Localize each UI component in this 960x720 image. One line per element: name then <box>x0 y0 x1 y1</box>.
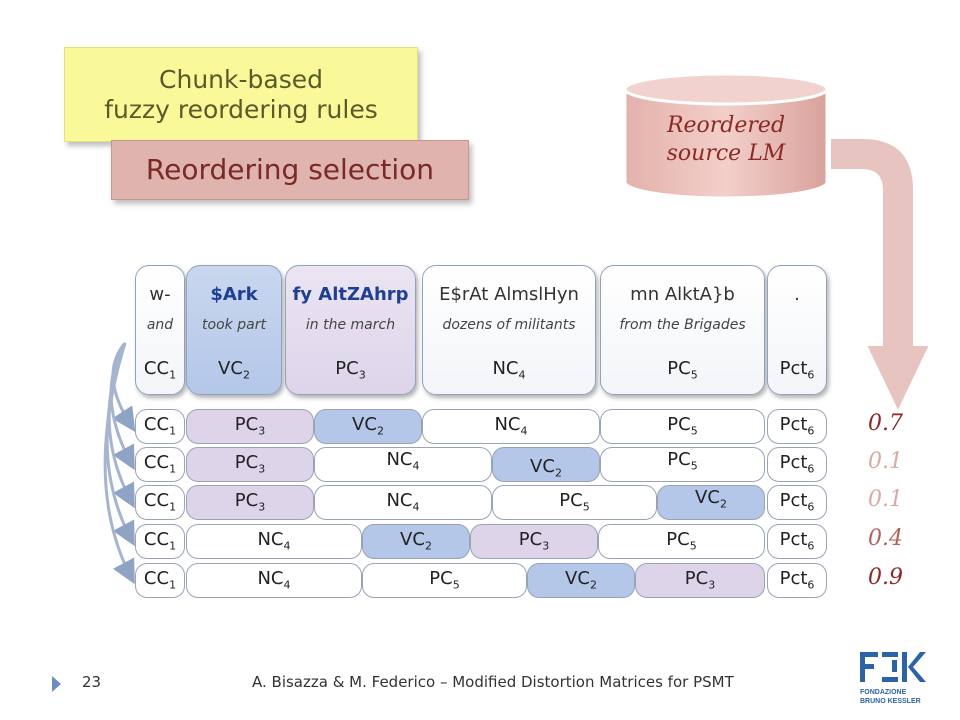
source-word-gloss: and <box>146 317 174 333</box>
permutation-connector-arrows <box>103 342 136 585</box>
logo-text1: FONDAZIONE <box>860 689 907 696</box>
source-word-gloss: dozens of militants <box>442 317 576 333</box>
reordering-score: 0.1 <box>868 449 903 474</box>
chunk-label: VC2 <box>218 358 250 382</box>
permutation-chunk: CC1 <box>135 524 185 559</box>
chunk-label: PC3 <box>335 358 366 382</box>
reordering-score: 0.1 <box>868 487 903 512</box>
permutation-chunk: NC4 <box>422 409 600 444</box>
reordering-score: 0.9 <box>868 565 903 590</box>
source-word-arabic: $Ark <box>210 284 258 305</box>
rules-callout-line2: fuzzy reordering rules <box>104 94 378 124</box>
reordering-score: 0.4 <box>868 526 903 551</box>
source-word-arabic: w- <box>149 284 171 305</box>
logo-text2: BRUNO KESSLER <box>860 698 921 705</box>
chunk-label: CC1 <box>143 358 177 382</box>
permutation-chunk: Pct6 <box>767 563 827 598</box>
source-word-gloss: from the Brigades <box>619 317 746 333</box>
permutation-chunk: PC5 <box>492 485 657 520</box>
permutation-chunk: CC1 <box>135 563 185 598</box>
page-number: 23 <box>82 673 102 691</box>
permutation-chunk: PC3 <box>470 524 598 559</box>
database-cylinder-icon <box>623 72 829 200</box>
permutation-chunk: NC4 <box>186 563 362 598</box>
source-word-arabic: . <box>794 284 800 305</box>
permutation-chunk: PC5 <box>600 447 765 482</box>
permutation-chunk: VC2 <box>362 524 470 559</box>
source-word-arabic: mn AlktA}b <box>630 284 735 305</box>
source-word-gloss: in the march <box>305 317 396 333</box>
reordering-score: 0.7 <box>868 411 903 436</box>
rules-callout-line1: Chunk-based <box>159 64 323 94</box>
permutation-chunk: Pct6 <box>767 485 827 520</box>
permutation-chunk: PC3 <box>186 485 314 520</box>
permutation-chunk: NC4 <box>186 524 362 559</box>
permutation-chunk: NC4 <box>314 485 492 520</box>
source-word-gloss: took part <box>202 317 266 333</box>
fbk-logo-icon: FONDAZIONE BRUNO KESSLER <box>860 652 926 705</box>
permutation-chunk: VC2 <box>492 447 600 482</box>
rules-callout: Chunk-based fuzzy reordering rules <box>64 47 418 142</box>
permutation-chunk: PC3 <box>186 447 314 482</box>
chunk-label: NC4 <box>492 358 526 382</box>
permutation-chunk: PC5 <box>362 563 527 598</box>
permutation-chunk: VC2 <box>657 485 765 520</box>
source-word-box: . Pct6 <box>767 265 827 395</box>
permutation-chunk: NC4 <box>314 447 492 482</box>
permutation-chunk: PC3 <box>186 409 314 444</box>
permutation-chunk: Pct6 <box>767 409 827 444</box>
permutation-chunk: Pct6 <box>767 447 827 482</box>
arrow-down-icon <box>829 137 930 415</box>
footer-text: A. Bisazza & M. Federico – Modified Dist… <box>252 673 734 691</box>
permutation-chunk: PC5 <box>598 524 765 559</box>
chunk-label: Pct6 <box>779 358 815 382</box>
permutation-chunk: PC3 <box>635 563 765 598</box>
permutation-chunk: CC1 <box>135 447 185 482</box>
source-word-arabic: fy AltZAhrp <box>292 284 409 305</box>
permutation-chunk: VC2 <box>314 409 422 444</box>
chunk-label: PC5 <box>667 358 698 382</box>
permutation-chunk: PC5 <box>600 409 765 444</box>
footer-bullet <box>52 676 61 692</box>
permutation-chunk: CC1 <box>135 409 185 444</box>
permutation-chunk: VC2 <box>527 563 635 598</box>
source-word-arabic: E$rAt AlmslHyn <box>439 284 579 305</box>
lm-label: Reordered source LM <box>666 113 786 166</box>
permutation-chunk: Pct6 <box>767 524 827 559</box>
selection-callout: Reordering selection <box>111 140 469 200</box>
permutation-chunk: CC1 <box>135 485 185 520</box>
